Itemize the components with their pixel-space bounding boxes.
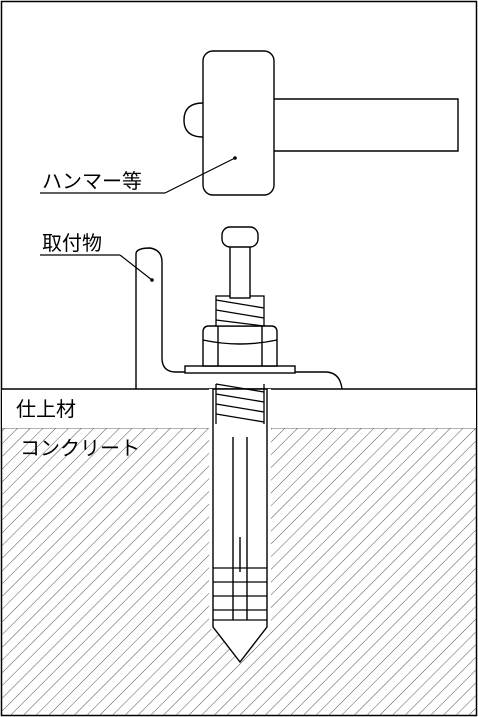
fixture-leader-dot	[150, 278, 154, 282]
hammer-leader	[40, 157, 236, 194]
label-hammer: ハンマー等	[42, 169, 142, 193]
anchor-head	[221, 226, 259, 248]
fixture-bracket	[135, 247, 343, 390]
hex-nut	[202, 325, 278, 367]
fixture-leader	[40, 254, 153, 281]
hammer-head	[202, 50, 275, 196]
anchor-thread-lower	[215, 383, 265, 424]
washer	[184, 365, 296, 374]
anchor-thread-upper	[215, 295, 265, 327]
hammer-handle	[263, 98, 459, 152]
label-finish: 仕上材	[16, 397, 76, 421]
hammer-head-knob	[183, 102, 204, 138]
hammer-leader-dot	[233, 156, 237, 160]
anchor-sleeve-knurl	[213, 567, 267, 621]
label-fixture: 取付物	[42, 231, 102, 255]
anchor-body	[212, 388, 268, 664]
anchor-shaft	[229, 245, 251, 299]
label-concrete: コンクリート	[20, 436, 140, 460]
